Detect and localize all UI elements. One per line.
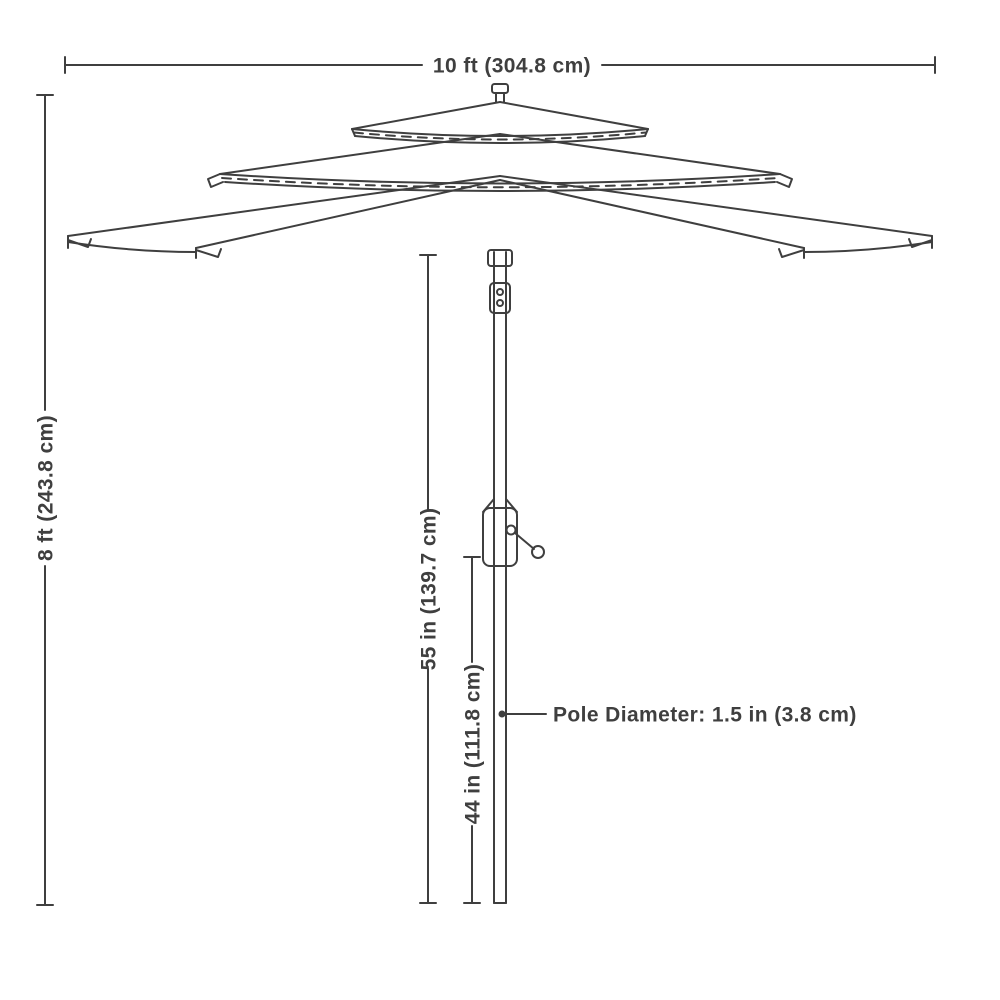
line-art (36, 56, 936, 906)
umbrella-pole (487, 249, 513, 904)
labels: 10 ft (304.8 cm) 8 ft (243.8 cm) 55 in (… (34, 54, 856, 824)
umbrella-tier-top (351, 101, 649, 144)
canopy-to-ground-label: 55 in (139.7 cm) (417, 508, 440, 671)
umbrella-finial (491, 83, 509, 103)
width-dimension-line (64, 56, 936, 74)
crank-assembly (482, 498, 545, 567)
umbrella-tier-main (67, 175, 933, 259)
pole-diameter-leader (498, 710, 547, 718)
canopy-width-label: 10 ft (304.8 cm) (433, 54, 591, 77)
umbrella-tier-middle (207, 133, 793, 192)
crank-to-ground-label: 44 in (111.8 cm) (461, 664, 484, 825)
height-dimension-line (36, 94, 54, 906)
pole-diameter-label: Pole Diameter: 1.5 in (3.8 cm) (553, 703, 857, 726)
overall-height-label: 8 ft (243.8 cm) (34, 415, 57, 561)
crank-to-ground-dimension-line (463, 556, 481, 904)
canopy-to-ground-dimension-line (419, 254, 437, 904)
